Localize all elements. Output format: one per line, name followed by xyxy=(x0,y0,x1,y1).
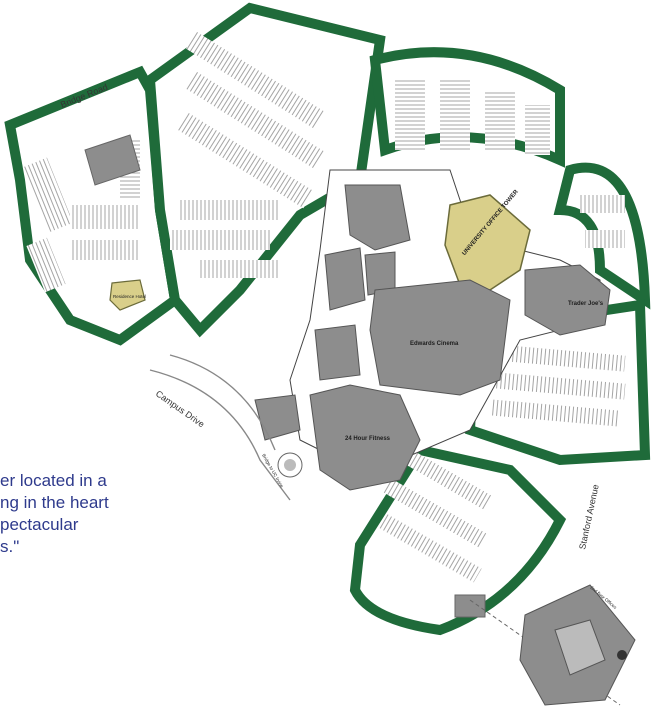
tower-building[interactable]: UNIVERSITY OFFICE TOWER xyxy=(444,189,531,291)
gray-building-north[interactable] xyxy=(84,134,141,186)
quote-line-2: ng in the heart xyxy=(0,493,109,512)
fitness-label: 24 Hour Fitness xyxy=(345,436,391,442)
parking-lot-northeast xyxy=(369,47,565,168)
parking-lot-east xyxy=(553,162,651,310)
stanford-avenue-label: Stanford Avenue xyxy=(577,483,601,550)
campus-drive xyxy=(149,354,291,501)
fitness-building[interactable]: 24 Hour Fitness xyxy=(309,384,421,491)
offices-building[interactable] xyxy=(519,584,636,706)
campus-drive-label: Campus Drive xyxy=(154,388,206,429)
quote-line-4: s." xyxy=(0,537,20,556)
hotel-label: Residence Hotel xyxy=(113,294,146,299)
parking-lot-north xyxy=(144,2,386,338)
quote-text: er located in a ng in the heart pectacul… xyxy=(0,470,200,558)
mall-building-cluster-north[interactable] xyxy=(324,184,411,311)
parking-lot-south xyxy=(349,444,567,636)
trader-joes-building[interactable]: Trader Joe's xyxy=(524,264,611,336)
edwards-label: Edwards Cinema xyxy=(410,341,459,347)
parking-lot-west xyxy=(4,65,181,346)
small-building-west[interactable] xyxy=(254,394,301,441)
quote-line-1: er located in a xyxy=(0,471,107,490)
trader-joes-label: Trader Joe's xyxy=(568,301,604,307)
mall-building-cluster-center[interactable]: Edwards Cinema xyxy=(314,279,511,396)
roundabout xyxy=(277,452,303,478)
quote-line-3: pectacular xyxy=(0,515,79,534)
hotel-building[interactable]: Residence Hotel xyxy=(109,279,146,311)
